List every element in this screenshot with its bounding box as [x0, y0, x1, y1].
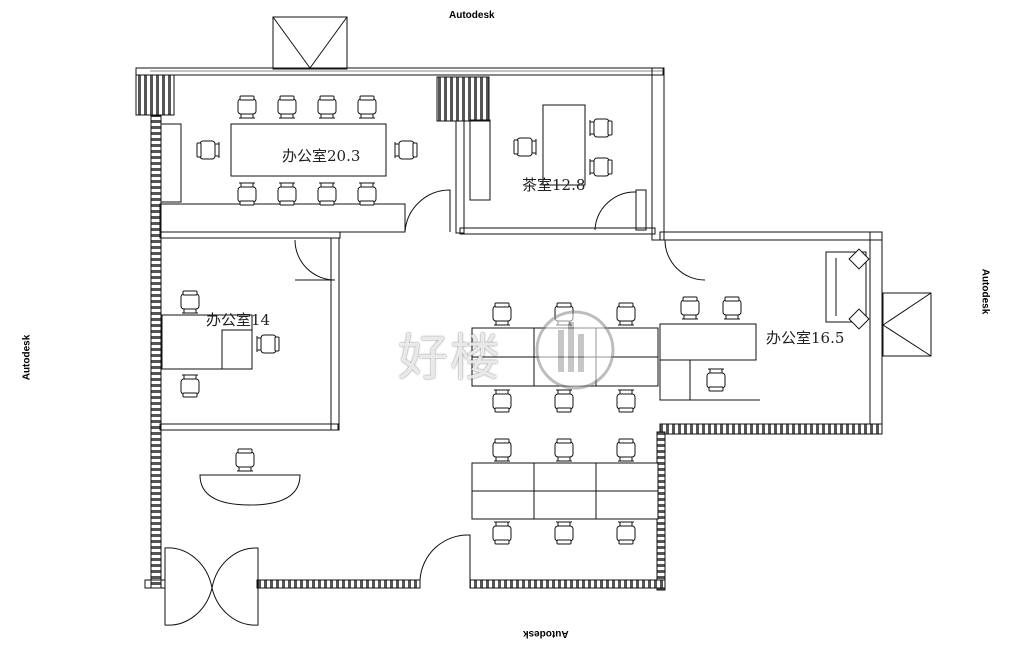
shafts: [135, 16, 932, 357]
tea-room-furniture: [513, 104, 613, 186]
office-right-furniture: [659, 248, 870, 401]
meeting-room-furniture: [196, 95, 418, 206]
doors: [164, 189, 706, 626]
outer-walls: [135, 67, 883, 591]
brand-logo-watermark: 好楼: [398, 329, 502, 387]
room-label-office-left: 办公室14: [206, 311, 270, 329]
room-label-meeting: 办公室20.3: [282, 147, 360, 165]
office-left-furniture: [161, 290, 280, 398]
room-label-office-right: 办公室16.5: [766, 329, 844, 347]
room-label-tea: 茶室12.8: [522, 176, 585, 194]
watermark-top: Autodesk: [449, 10, 495, 21]
reception-furniture: [199, 448, 301, 506]
brand-logo-mark: [535, 310, 615, 390]
